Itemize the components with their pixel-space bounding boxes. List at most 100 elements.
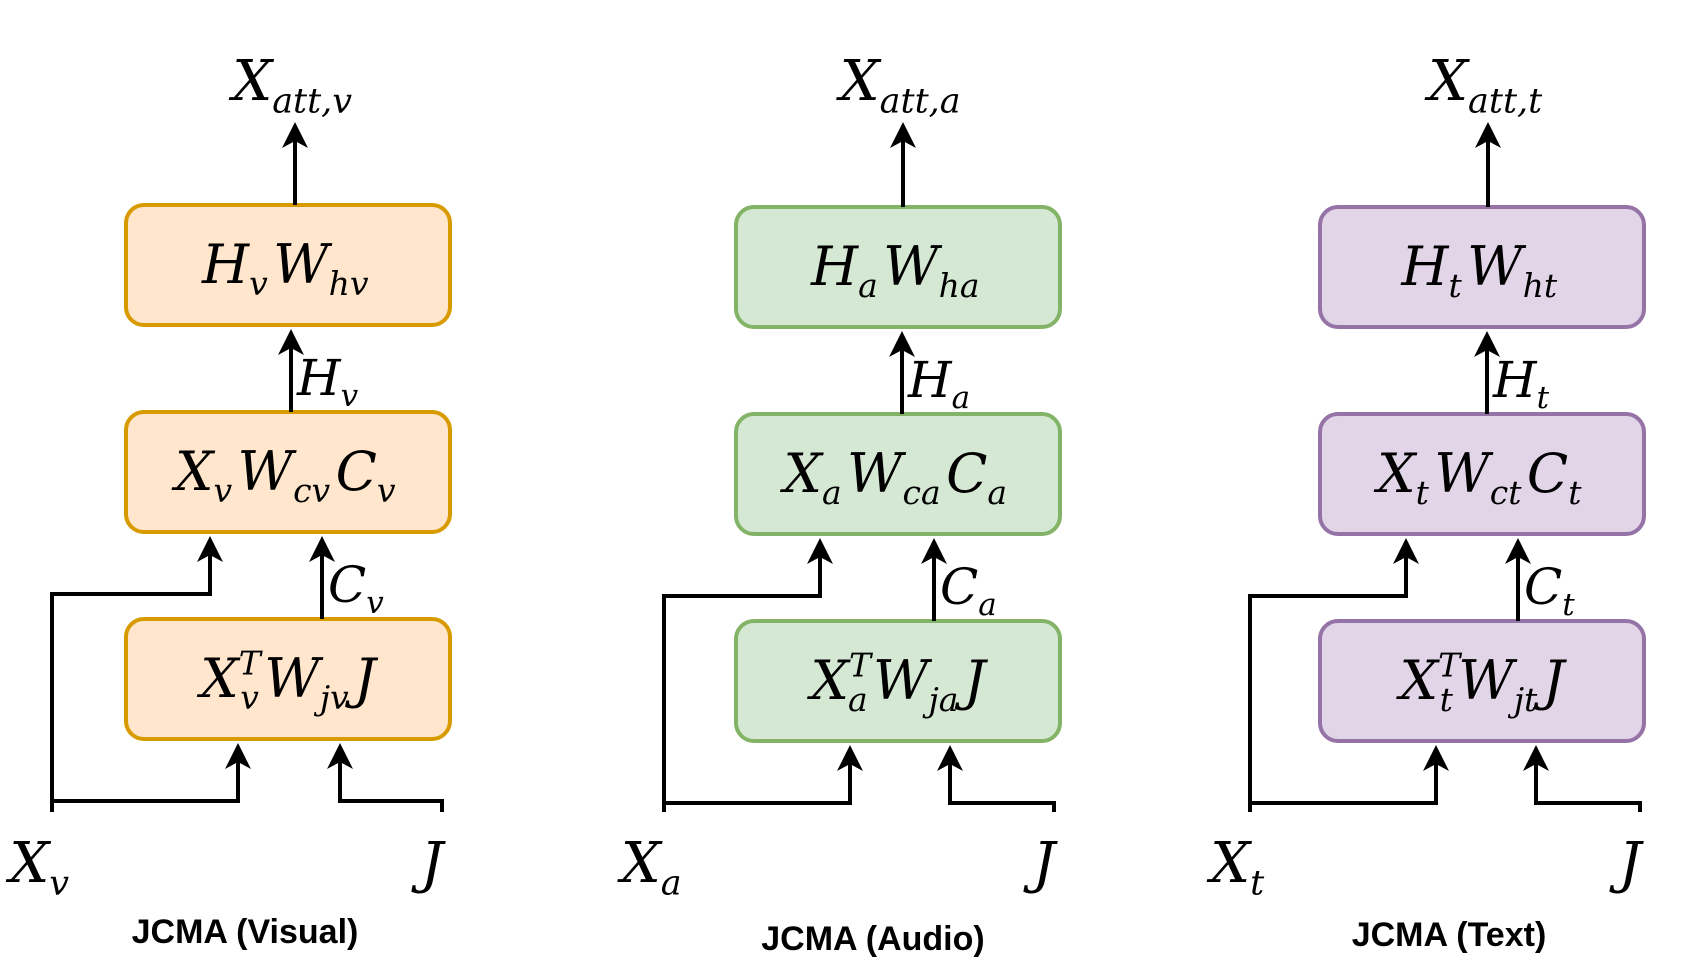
c-label-base: C bbox=[1524, 558, 1562, 616]
box-mid bbox=[1318, 412, 1646, 536]
j-to-bot-wire bbox=[338, 751, 444, 812]
box-top-label: Ha Wha bbox=[810, 235, 985, 305]
input-j-label-base: J bbox=[411, 831, 447, 896]
box-bot-label-base: X bbox=[196, 647, 241, 710]
x-to-bot-wire bbox=[52, 751, 240, 803]
box-mid-label: Xa Wca Ca bbox=[780, 442, 1013, 512]
box-mid bbox=[124, 410, 452, 534]
output-label-base: X bbox=[228, 49, 274, 114]
c-label-base: C bbox=[940, 558, 978, 616]
box-top-label: Ht Wht bbox=[1400, 235, 1562, 305]
j-to-bot-arrowhead bbox=[1523, 745, 1549, 771]
box-top-label-base: H bbox=[810, 235, 859, 298]
box-top-label-base: W bbox=[273, 233, 333, 296]
input-j-label-base: J bbox=[1609, 831, 1645, 896]
h-arrowhead bbox=[1474, 331, 1500, 357]
h-label-base: H bbox=[296, 349, 342, 407]
h-label: Ha bbox=[907, 351, 975, 416]
c-label: Ca bbox=[940, 558, 1002, 623]
x-to-mid-wire bbox=[662, 546, 822, 812]
box-mid-label-base: X bbox=[780, 442, 825, 505]
box-bot bbox=[1318, 619, 1646, 743]
box-mid-label-base: W bbox=[847, 442, 907, 505]
box-bot bbox=[734, 619, 1062, 743]
h-label-base: H bbox=[907, 351, 953, 409]
output-arrowhead bbox=[1475, 122, 1501, 148]
h-label: Ht bbox=[1492, 351, 1554, 416]
c-arrowhead bbox=[921, 538, 947, 564]
x-to-bot-arrowhead bbox=[1423, 745, 1449, 771]
box-top-label-base: H bbox=[201, 233, 250, 296]
input-j-label-base: J bbox=[1023, 831, 1059, 896]
box-top bbox=[1318, 205, 1646, 329]
output-label-base: X bbox=[836, 49, 882, 114]
c-arrowhead bbox=[309, 536, 335, 562]
input-x-label: Xa bbox=[617, 831, 687, 903]
box-mid-label-base: C bbox=[1527, 442, 1568, 505]
box-mid-label-base: C bbox=[336, 440, 377, 503]
input-x-label: Xv bbox=[5, 831, 74, 903]
input-x-label-base: X bbox=[1206, 831, 1252, 896]
box-mid-label-base: X bbox=[171, 440, 216, 503]
box-top bbox=[734, 205, 1062, 329]
x-to-mid-wire bbox=[50, 544, 212, 812]
box-top bbox=[124, 203, 452, 327]
input-j-label: J bbox=[1609, 831, 1645, 896]
box-top-label-base: W bbox=[1467, 235, 1527, 298]
input-x-label-base: X bbox=[617, 831, 663, 896]
x-to-mid-arrowhead bbox=[197, 536, 223, 562]
box-mid bbox=[734, 412, 1062, 536]
input-x-label-base: X bbox=[5, 831, 51, 896]
j-to-bot-arrowhead bbox=[327, 743, 353, 769]
box-bot-label-base: X bbox=[807, 649, 852, 712]
c-label-base: C bbox=[328, 556, 366, 614]
box-top-label-base: H bbox=[1400, 235, 1449, 298]
x-to-mid-wire bbox=[1248, 546, 1408, 812]
box-mid-label-base: W bbox=[1434, 442, 1494, 505]
x-to-mid-arrowhead bbox=[807, 538, 833, 564]
box-mid-label-base: C bbox=[946, 442, 987, 505]
box-bot-label-base: W bbox=[1458, 649, 1518, 712]
panel-caption: JCMA (Text) bbox=[1352, 916, 1547, 954]
output-label: Xatt,v bbox=[228, 49, 357, 121]
input-j-label: J bbox=[411, 831, 447, 896]
x-to-mid-arrowhead bbox=[1393, 538, 1419, 564]
output-label-base: X bbox=[1424, 49, 1470, 114]
h-label: Hv bbox=[296, 349, 363, 414]
h-arrowhead bbox=[889, 331, 915, 357]
x-to-bot-arrowhead bbox=[837, 745, 863, 771]
box-top-label-base: W bbox=[883, 235, 943, 298]
x-to-bot-wire bbox=[664, 753, 852, 805]
c-label: Ct bbox=[1524, 558, 1580, 623]
c-arrowhead bbox=[1505, 538, 1531, 564]
output-label: Xatt,a bbox=[836, 49, 966, 121]
h-label-base: H bbox=[1492, 351, 1538, 409]
box-bot bbox=[124, 617, 452, 741]
panel-caption: JCMA (Visual) bbox=[132, 913, 359, 951]
box-top-label: Hv Whv bbox=[201, 233, 374, 303]
j-to-bot-wire bbox=[948, 753, 1056, 812]
input-x-label: Xt bbox=[1206, 831, 1270, 903]
box-mid-label-base: X bbox=[1373, 442, 1418, 505]
c-label: Cv bbox=[328, 556, 389, 621]
panel-caption: JCMA (Audio) bbox=[761, 920, 984, 958]
box-mid-label: Xt Wct Ct bbox=[1373, 442, 1587, 512]
box-mid-label-base: W bbox=[238, 440, 298, 503]
output-label: Xatt,t bbox=[1424, 49, 1548, 121]
j-to-bot-wire bbox=[1534, 753, 1642, 812]
h-arrowhead bbox=[278, 329, 304, 355]
output-arrowhead bbox=[890, 122, 916, 148]
box-bot-label-base: X bbox=[1396, 649, 1441, 712]
j-to-bot-arrowhead bbox=[937, 745, 963, 771]
output-arrowhead bbox=[282, 122, 308, 148]
input-j-label: J bbox=[1023, 831, 1059, 896]
box-bot-label-base: W bbox=[264, 647, 324, 710]
x-to-bot-arrowhead bbox=[225, 743, 251, 769]
x-to-bot-wire bbox=[1250, 753, 1438, 805]
